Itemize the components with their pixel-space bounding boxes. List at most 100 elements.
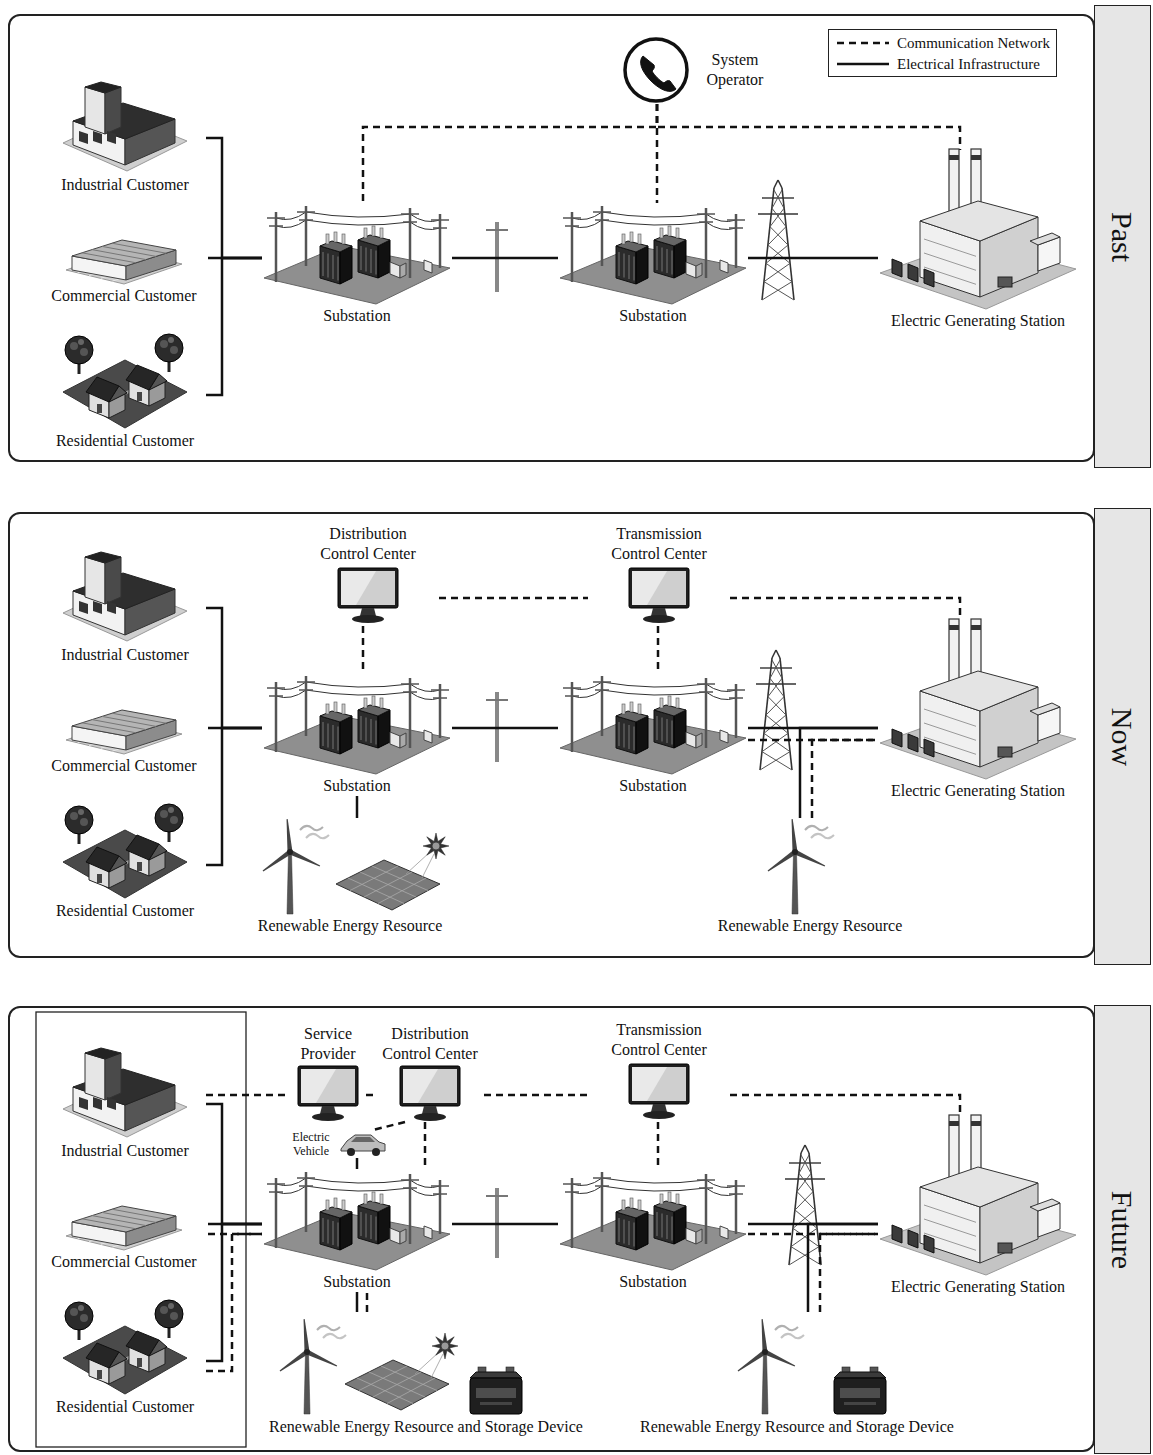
substation-icon-part [361, 246, 362, 270]
substation-icon-part [306, 220, 410, 225]
substation-icon-part [624, 254, 625, 278]
node-label: Renewable Energy Resource [718, 916, 903, 936]
node-icon [878, 1116, 1078, 1277]
substation-icon-part [602, 690, 706, 695]
renewable-storage-icon-part [304, 1352, 310, 1414]
transmission-tower [801, 1155, 811, 1173]
commercial-customer-icon-part [82, 1219, 136, 1229]
communication-link [657, 104, 960, 150]
transmission-tower [764, 715, 786, 733]
substation-icon-part [306, 1186, 410, 1191]
node-icon [622, 36, 690, 104]
substation: Substation [558, 203, 748, 326]
industrial-customer-icon-part [85, 1053, 105, 1100]
service-provider-icon-part [320, 1106, 336, 1114]
substation-icon-part [638, 1200, 641, 1210]
node-icon [262, 673, 452, 776]
generating-station-icon-part [908, 734, 918, 752]
industrial-customer: Industrial Customer [44, 1046, 206, 1161]
substation-icon-part [439, 684, 442, 738]
renewable-storage-icon-part [470, 1378, 522, 1414]
substation-icon-part [305, 676, 308, 736]
transmission-tower [795, 1192, 813, 1210]
node-icon [340, 1130, 386, 1158]
substation-icon-part [320, 711, 352, 722]
substation-icon-part [433, 1193, 447, 1195]
transmission-tower [799, 1173, 813, 1191]
communication-link [730, 1095, 960, 1116]
substation-icon-part [366, 1214, 367, 1238]
substation-icon-part [727, 689, 745, 691]
legend-box: Communication NetworkElectrical Infrastr… [828, 29, 1057, 77]
substation-icon-part [380, 698, 383, 708]
residential-customer-icon-part [97, 404, 102, 413]
transmission-tower [768, 678, 782, 696]
substation-icon-part [676, 228, 679, 238]
legend-row: Communication Network [835, 32, 1050, 53]
distribution-control-center: Distribution Control Center [297, 524, 439, 626]
substation-icon-part [390, 1228, 400, 1244]
residential-customer-icon-part [168, 807, 174, 813]
era-panel: Industrial CustomerCommercial CustomerRe… [8, 1006, 1095, 1452]
industrial-customer-icon [63, 552, 187, 641]
node-label: Industrial Customer [61, 1141, 189, 1161]
substation-icon-part [616, 1212, 636, 1250]
residential-customer-icon-part [170, 816, 178, 824]
transmission-tower [756, 683, 796, 684]
substation-icon-part [340, 716, 352, 754]
substation-icon-part [560, 1212, 746, 1270]
substation-icon-part [326, 234, 329, 244]
substation-icon-part [380, 1194, 383, 1204]
substation-icon-part [264, 716, 450, 774]
substation-icon-part [630, 702, 633, 712]
substation-icon-part [378, 1206, 390, 1244]
node-label: Transmission Control Center [604, 1020, 714, 1060]
residential-customer-icon-part [168, 337, 174, 343]
substation-icon-part [654, 710, 674, 748]
renewable-resource-icon-part [792, 852, 798, 914]
transmission-tower [758, 213, 798, 214]
substation-icon-part [624, 724, 625, 748]
transmission-tower [797, 1173, 811, 1191]
distribution-control-center-icon [338, 568, 398, 623]
substation-icon-part [340, 1212, 352, 1250]
substation-icon-part [660, 1194, 663, 1204]
substation-icon-part [264, 246, 450, 304]
industrial-customer-icon-part [85, 87, 105, 134]
substation-icon-part [696, 1229, 702, 1244]
substation-icon [560, 1172, 746, 1270]
renewable-storage-icon-part [441, 1342, 449, 1350]
system-operator: System Operator [622, 36, 777, 104]
generating-station-icon-part [908, 264, 918, 282]
generating-station-icon-part [1030, 703, 1060, 715]
era-label: Now [1106, 707, 1140, 765]
residential-customer-icon-part [97, 1370, 102, 1379]
node-icon [297, 564, 439, 626]
industrial-customer-icon-part [79, 1097, 88, 1110]
electric-vehicle-icon-part [341, 1135, 385, 1151]
substation-icon-part [297, 211, 315, 213]
substation-icon-part [433, 227, 447, 229]
substation-icon-part [409, 208, 412, 278]
transmission-tower [764, 263, 790, 281]
substation-icon-part [439, 214, 442, 268]
transmission-tower [776, 650, 780, 658]
substation-icon-part [376, 1217, 377, 1241]
transmission-tower [772, 208, 786, 226]
residential-customer-icon-part [80, 818, 88, 826]
transmission-tower [760, 658, 772, 770]
node-icon [878, 150, 1078, 311]
era-tab: Past [1094, 5, 1151, 468]
communication-link [362, 626, 365, 673]
renewable-resource-icon-part [360, 872, 416, 897]
substation-icon-part [366, 248, 367, 272]
electric-vehicle-icon-part [347, 1148, 355, 1156]
node-icon [44, 1046, 206, 1141]
system-operator-icon-part [625, 39, 687, 101]
residential-customer-icon-part [160, 810, 168, 818]
substation-icon-part [571, 682, 574, 752]
node-label: Commercial Customer [51, 756, 196, 776]
transmission-tower [791, 1247, 821, 1265]
transmission-control-center: Transmission Control Center [588, 1020, 730, 1122]
communication-link [657, 1122, 660, 1169]
